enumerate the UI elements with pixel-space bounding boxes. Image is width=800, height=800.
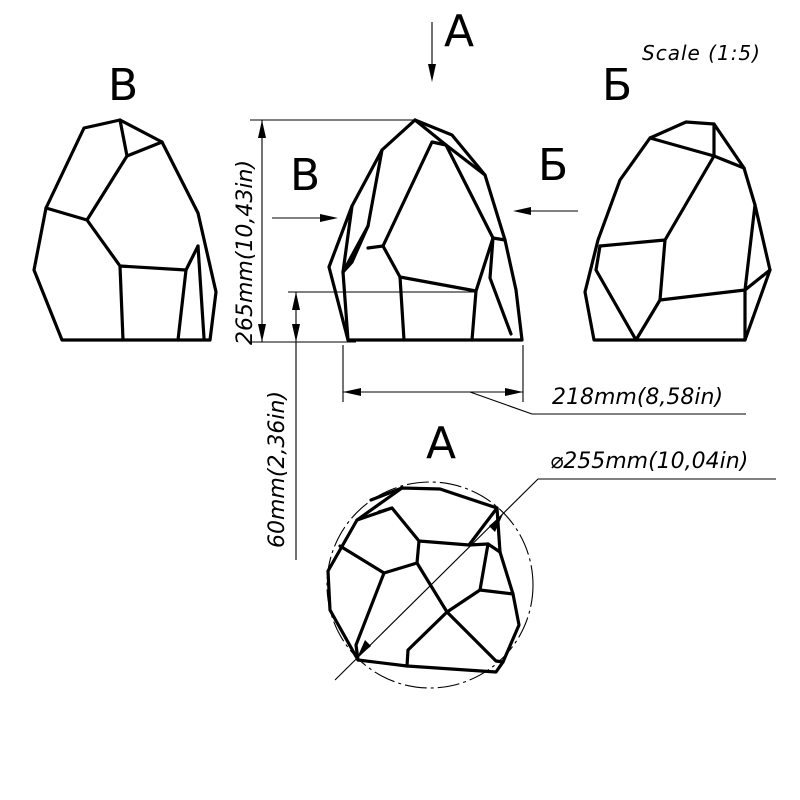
dimension-diameter-text: ⌀255mm(10,04in) (550, 449, 748, 474)
dimension-base-offset: 60mm(2,36in) (265, 291, 476, 560)
dimension-width: 218mm(8,58in) (342, 345, 746, 415)
view-direction-arrow-a (428, 22, 436, 82)
view-label-front: А (444, 6, 474, 57)
dimension-width-text: 218mm(8,58in) (552, 385, 723, 410)
dimension-offset-text: 60mm(2,36in) (265, 391, 290, 548)
top-view (326, 481, 534, 689)
dimension-diameter: ⌀255mm(10,04in) (334, 449, 776, 681)
view-label-left: В (108, 60, 138, 111)
arrow-label-right: Б (538, 140, 568, 191)
view-direction-arrow-b (513, 207, 578, 215)
right-view (583, 120, 772, 342)
view-direction-arrow-v (272, 214, 338, 222)
dimension-height: 265mm(10,43in) (233, 119, 418, 345)
view-label-top: А (426, 418, 456, 469)
scale-note: Scale (1:5) (642, 41, 761, 65)
front-view (327, 118, 524, 342)
bounding-circle (326, 481, 534, 689)
view-label-right: Б (602, 60, 632, 111)
arrow-label-left: В (290, 150, 320, 201)
dimension-height-text: 265mm(10,43in) (233, 160, 258, 345)
left-view (32, 118, 218, 342)
